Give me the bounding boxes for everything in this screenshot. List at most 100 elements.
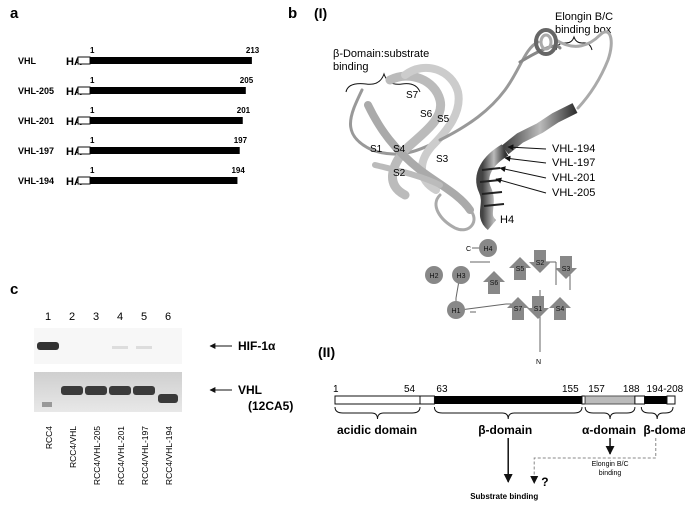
helix-node	[452, 266, 470, 284]
elongin-helix	[534, 28, 558, 56]
c-terminus-label: C	[466, 246, 471, 253]
strand-arrow-label: S3	[562, 266, 571, 273]
vhl-label: VHL	[238, 383, 262, 397]
construct-bar	[90, 147, 240, 154]
strand-arrow-label: S7	[514, 306, 523, 313]
sample-label: RCC4	[44, 426, 54, 449]
elongin-binding-label-2: binding	[599, 470, 622, 477]
strand-arrow-label: S6	[490, 280, 499, 287]
domain-label: β-domain	[478, 423, 532, 437]
vhl-blot	[34, 372, 182, 412]
helix-node	[447, 301, 465, 319]
domain-label: α-domain	[582, 423, 636, 437]
alpha-segment	[584, 395, 636, 405]
construct-bar	[90, 87, 246, 94]
lane-number: 3	[93, 311, 99, 323]
strand-label: S2	[393, 168, 406, 179]
construct-name: VHL	[18, 56, 37, 66]
elongin-box-label: Elongin B/C	[555, 11, 613, 23]
truncation-arrow	[507, 144, 547, 151]
hif-label: HIF-1α	[238, 339, 276, 353]
vhl-band	[133, 386, 155, 395]
part-1-label: (I)	[314, 5, 327, 21]
construct-name: VHL-194	[18, 176, 54, 186]
ha-tag-box	[77, 86, 91, 95]
residue-position: 188	[623, 384, 640, 395]
end-residue: 213	[246, 46, 260, 55]
question-mark: ?	[541, 475, 548, 489]
construct-bar	[90, 57, 252, 64]
strand-label: S4	[393, 144, 406, 155]
domain-brace	[584, 406, 636, 420]
ha-tag-box	[77, 146, 91, 155]
elongin-binding-label: Elongin B/C	[592, 461, 629, 468]
beta-domain-label-2: binding	[333, 61, 368, 73]
start-residue: 1	[90, 136, 95, 145]
strand-arrow	[529, 250, 551, 273]
end-residue: 205	[240, 76, 254, 85]
vhl-smear	[42, 402, 52, 407]
topology-connector	[459, 303, 507, 311]
helix-node	[479, 239, 497, 257]
vhl-band	[109, 386, 131, 395]
ha-tag-box	[77, 176, 91, 185]
linker-segment	[419, 395, 435, 405]
end-residue: 194	[231, 166, 245, 175]
start-residue: 1	[90, 46, 95, 55]
end-residue: 201	[237, 106, 251, 115]
hif-band	[37, 342, 59, 350]
strand-label: S6	[420, 109, 433, 120]
sample-label: RCC4/VHL-194	[164, 426, 174, 485]
helix-node-label: H3	[457, 273, 466, 280]
linker-segment	[634, 395, 646, 405]
start-residue: 1	[90, 166, 95, 175]
helix-node-label: H2	[430, 273, 439, 280]
strand-arrow-label: S4	[556, 306, 565, 313]
ha-tag-box	[77, 56, 91, 65]
truncation-arrow	[504, 155, 547, 164]
substrate-binding-label: Substrate binding	[470, 492, 538, 501]
hif-band-faint	[112, 346, 128, 349]
residue-position: 1	[333, 384, 339, 395]
strand-arrow	[507, 297, 529, 320]
domain-label: β-domain	[643, 423, 685, 437]
domain-brace	[334, 406, 421, 420]
construct-bar	[90, 177, 238, 184]
domain-brace	[433, 406, 583, 420]
construct-name: VHL-201	[18, 116, 54, 126]
residue-position: 155	[562, 384, 579, 395]
dashed-arrowhead	[530, 476, 539, 484]
domain-brace	[640, 406, 674, 420]
lane-number: 5	[141, 311, 147, 323]
beta-brace	[345, 72, 421, 93]
residue-position: 54	[404, 384, 416, 395]
panel-c-label: c	[10, 281, 18, 298]
helix-h4	[476, 103, 578, 230]
vhl-band	[61, 386, 83, 395]
lane-number: 1	[45, 311, 51, 323]
construct-bar	[90, 117, 243, 124]
strand-arrow	[483, 271, 505, 294]
elongin-box-label-2: binding box	[555, 24, 612, 36]
vhl-label-antibody: (12CA5)	[248, 399, 293, 413]
strand-arrow-label: S2	[536, 260, 545, 267]
start-residue: 1	[90, 106, 95, 115]
construct-name: VHL-197	[18, 146, 54, 156]
strand-label: S1	[370, 144, 383, 155]
vhl-band	[85, 386, 107, 395]
truncation-label: VHL-197	[552, 157, 595, 169]
panel-a-label: a	[10, 5, 19, 22]
truncation-label: VHL-194	[552, 143, 595, 155]
strand-arrow-label: S5	[516, 266, 525, 273]
residue-position: 194-208	[647, 384, 684, 395]
hif-band-faint	[136, 346, 152, 349]
acidic-segment	[334, 395, 421, 405]
sample-label: RCC4/VHL-205	[92, 426, 102, 485]
ha-tag-box	[77, 116, 91, 125]
strand-arrow-label: S1	[534, 306, 543, 313]
vhl-band	[158, 394, 178, 403]
beta-segment	[434, 396, 582, 404]
